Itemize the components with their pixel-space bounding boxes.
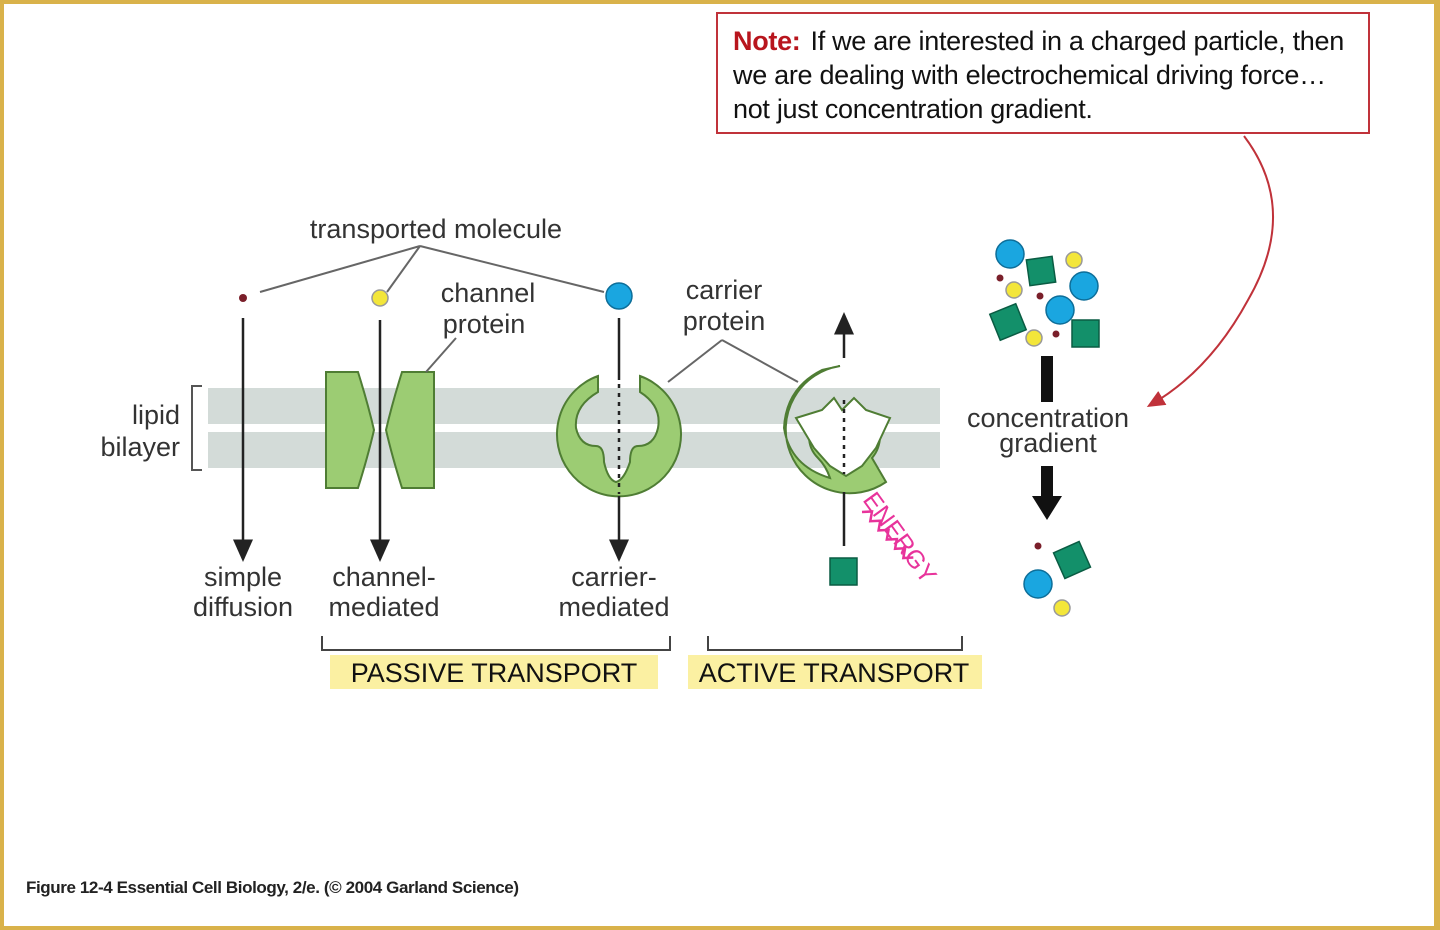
gradient-bar xyxy=(1041,356,1053,402)
channel-protein-label: protein xyxy=(443,309,526,339)
carrier-mediated-label-1: carrier- xyxy=(571,562,657,592)
active-highlight xyxy=(688,655,982,689)
channel-mediated-label-1: channel- xyxy=(332,562,436,592)
active-transport-label: ACTIVE TRANSPORT xyxy=(699,658,970,688)
lipid-label: lipid xyxy=(132,400,180,430)
simple-label: simple xyxy=(204,562,282,592)
transported-molecule-label: transported molecule xyxy=(310,214,562,244)
gradient-arrow-down xyxy=(1032,466,1062,520)
gradient-label: gradient xyxy=(999,428,1097,458)
figure-caption: Figure 12-4 Essential Cell Biology, 2/e.… xyxy=(26,878,519,897)
bilayer-bracket xyxy=(191,385,202,471)
transported-molecule-leaders xyxy=(259,245,605,293)
green-square-molecule xyxy=(829,557,858,586)
channel-mediated-label-2: mediated xyxy=(328,592,439,622)
energy-squiggle xyxy=(861,510,914,560)
note-box: Note:If we are interested in a charged p… xyxy=(716,12,1370,134)
concentration-label: concentration xyxy=(967,403,1129,433)
energy-label: ENERGY xyxy=(857,487,942,589)
channel-label: channel xyxy=(441,278,536,308)
low-concentration-cluster xyxy=(1023,540,1092,617)
carrier-protein-passive xyxy=(556,374,682,498)
note-text: If we are interested in a charged partic… xyxy=(733,26,1344,124)
carrier-protein-leaders xyxy=(667,339,799,383)
blue-molecule xyxy=(605,282,633,310)
high-concentration-cluster xyxy=(988,239,1100,348)
passive-transport-label: PASSIVE TRANSPORT xyxy=(351,658,638,688)
passive-highlight xyxy=(330,655,658,689)
small-molecule-dot xyxy=(239,294,247,302)
channel-protein-leader xyxy=(425,337,457,373)
carrier-label: carrier xyxy=(686,275,763,305)
diffusion-label: diffusion xyxy=(193,592,293,622)
yellow-molecule xyxy=(371,289,389,307)
note-pointer-arrow xyxy=(1146,135,1274,408)
carrier-protein-active xyxy=(782,365,892,495)
active-bracket xyxy=(707,636,963,651)
carrier-mediated-label-2: mediated xyxy=(558,592,669,622)
passive-bracket xyxy=(321,636,671,651)
bilayer-label: bilayer xyxy=(100,432,180,462)
note-label: Note: xyxy=(733,26,801,56)
channel-protein xyxy=(325,371,435,489)
carrier-protein-label: protein xyxy=(683,306,766,336)
